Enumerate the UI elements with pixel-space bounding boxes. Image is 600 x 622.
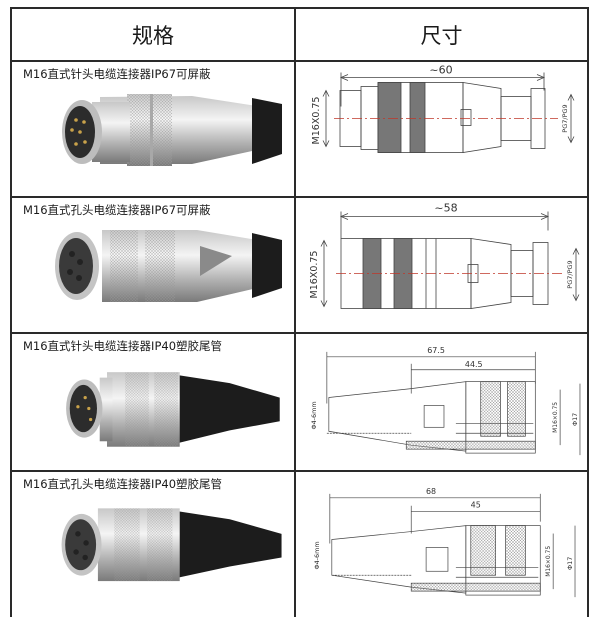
- dimension-cell: 67.5 44.5 Φ4-6mm M16×0.75 Φ17: [296, 334, 587, 470]
- cable-diameter-dim: Φ4-6mm: [310, 401, 318, 429]
- dimension-drawing: ~58 M16X0.75 PG7/PG9: [309, 202, 580, 309]
- dimension-drawing: 67.5 44.5 Φ4-6mm M16×0.75 Φ17: [310, 346, 581, 456]
- cable-diameter-dim: Φ4-6mm: [313, 541, 321, 569]
- dimension-drawing: ~60 M16X0.75 PG7/PG9: [311, 64, 575, 153]
- dimension-cell: 68 45 Φ4-6mm M16×0.75 Φ17: [296, 472, 587, 622]
- thread-dim: M16X0.75: [309, 251, 320, 299]
- header-divider: [12, 60, 587, 62]
- table-row: M16直式孔头电缆连接器IP67可屏蔽: [12, 198, 587, 332]
- spec-cell: M16直式针头电缆连接器IP67可屏蔽: [12, 62, 294, 196]
- row-divider: [12, 470, 587, 472]
- header-dimension: 尺寸: [420, 23, 463, 48]
- table-row: M16直式针头电缆连接器IP67可屏蔽: [12, 62, 587, 196]
- spec-cell: M16直式孔头电缆连接器IP40塑胶尾管: [12, 472, 294, 622]
- overall-length-dim: ~58: [434, 202, 457, 215]
- cable-gland-dim: PG7/PG9: [561, 104, 569, 132]
- column-divider: [294, 9, 296, 617]
- row-divider: [12, 332, 587, 334]
- spec-cell: M16直式孔头电缆连接器IP67可屏蔽: [12, 198, 294, 332]
- thread-dim: M16×0.75: [552, 402, 559, 433]
- body-length-dim: 45: [471, 501, 481, 510]
- overall-length-dim: ~60: [429, 64, 452, 77]
- product-label: M16直式针头电缆连接器IP40塑胶尾管: [23, 339, 223, 353]
- row-divider: [12, 196, 587, 198]
- female-connector-plastic-photo: [61, 508, 282, 582]
- male-connector-photo: [62, 94, 282, 166]
- spec-table: 规格 尺寸 M16直式针头电缆连接器IP67可屏蔽: [10, 7, 589, 617]
- outer-diameter-dim: Φ17: [571, 413, 579, 426]
- female-connector-photo: [55, 230, 282, 302]
- thread-dim: M16×0.75: [545, 546, 552, 577]
- outer-diameter-dim: Φ17: [566, 557, 574, 570]
- male-connector-plastic-photo: [66, 372, 280, 447]
- thread-dim: M16X0.75: [311, 97, 322, 145]
- product-label: M16直式针头电缆连接器IP67可屏蔽: [23, 67, 211, 81]
- dimension-cell: ~60 M16X0.75 PG7/PG9: [296, 62, 587, 196]
- overall-length-dim: 67.5: [427, 346, 445, 355]
- product-label: M16直式孔头电缆连接器IP67可屏蔽: [23, 203, 211, 217]
- product-label: M16直式孔头电缆连接器IP40塑胶尾管: [23, 477, 223, 491]
- spec-cell: M16直式针头电缆连接器IP40塑胶尾管: [12, 334, 294, 470]
- dimension-cell: ~58 M16X0.75 PG7/PG9: [296, 198, 587, 332]
- table-row: M16直式针头电缆连接器IP40塑胶尾管: [12, 334, 587, 470]
- overall-length-dim: 68: [426, 487, 436, 496]
- dimension-drawing: 68 45 Φ4-6mm M16×0.75 Φ17: [313, 487, 576, 598]
- body-length-dim: 44.5: [465, 360, 483, 369]
- header-spec: 规格: [132, 23, 174, 48]
- table-row: M16直式孔头电缆连接器IP40塑胶尾管: [12, 472, 587, 622]
- cable-gland-dim: PG7/PG9: [566, 260, 574, 288]
